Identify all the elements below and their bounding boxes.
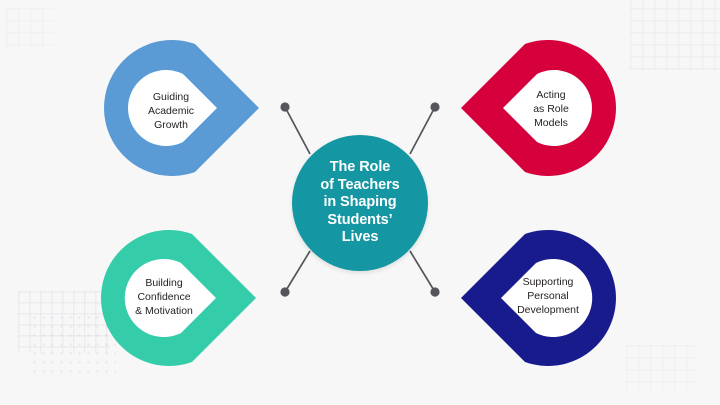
node-building-confidence-motivation[interactable]: Building Confidence & Motivation bbox=[96, 228, 258, 368]
node-supporting-personal-development[interactable]: Supporting Personal Development bbox=[459, 228, 621, 368]
node-label-guiding-academic-growth: Guiding Academic Growth bbox=[147, 91, 195, 131]
connector-dot-top-left bbox=[280, 102, 290, 112]
center-hub[interactable]: The Role of Teachers in Shaping Students… bbox=[292, 135, 428, 271]
node-label-building-confidence-motivation: Building Confidence & Motivation bbox=[135, 277, 193, 317]
node-label-supporting-personal-development: Supporting Personal Development bbox=[517, 276, 579, 316]
node-label-acting-as-role-models: Acting as Role Models bbox=[533, 89, 569, 129]
connector-line-top-right bbox=[409, 106, 436, 155]
teardrop-inner-shape-top-left bbox=[128, 70, 217, 146]
connector-line-bottom-left bbox=[284, 250, 311, 293]
connector-dot-bottom-left bbox=[280, 287, 290, 297]
teardrop-inner-shape-top-right bbox=[503, 70, 592, 146]
center-hub-title: The Role of Teachers in Shaping Students… bbox=[320, 159, 400, 246]
teardrop-inner-shape-bottom-right bbox=[501, 259, 593, 337]
connector-line-bottom-right bbox=[409, 250, 436, 293]
connector-line-top-left bbox=[284, 106, 311, 155]
connector-dot-bottom-right bbox=[430, 287, 440, 297]
connector-dot-top-right bbox=[430, 102, 440, 112]
node-guiding-academic-growth[interactable]: Guiding Academic Growth bbox=[99, 38, 261, 178]
node-acting-as-role-models[interactable]: Acting as Role Models bbox=[459, 38, 621, 178]
teardrop-inner-shape-bottom-left bbox=[124, 259, 216, 337]
